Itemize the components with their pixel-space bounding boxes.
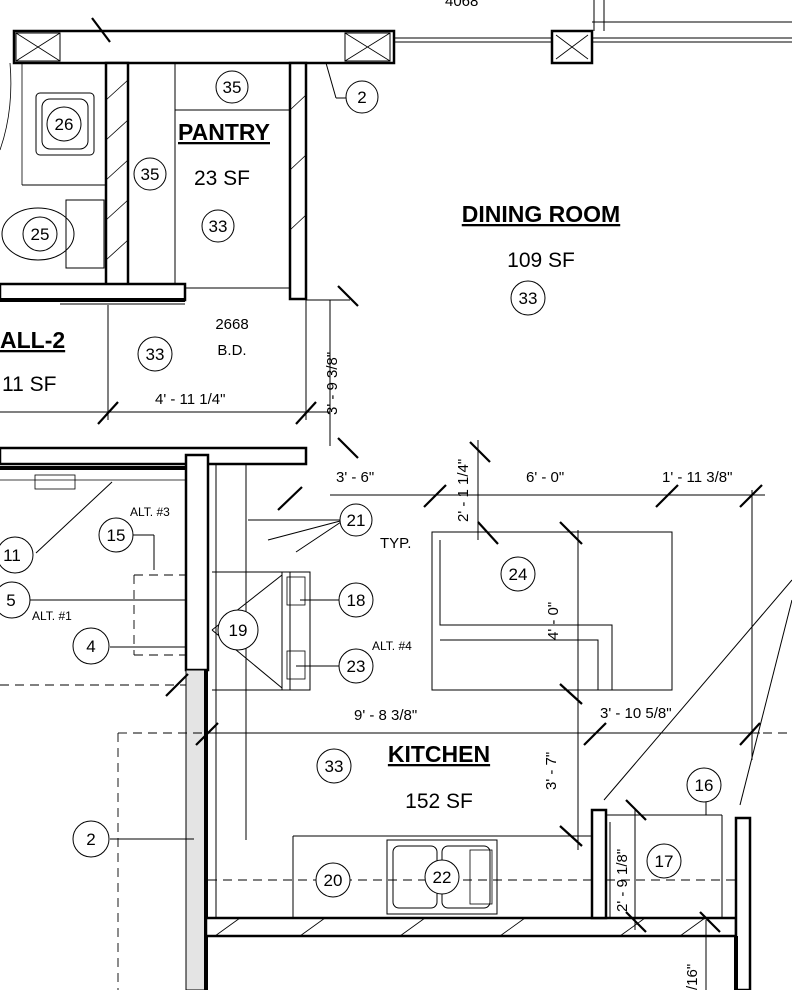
dim-1-11: 1' - 11 3/8" [662,469,732,486]
dim-3-6: 3' - 6" [336,469,374,486]
dim-9-8: 9' - 8 3/8" [354,707,417,724]
svg-text:11: 11 [3,546,21,565]
bath-fixtures [0,62,106,269]
tag-22: 22 [424,859,460,895]
top-exterior-wall [12,0,792,65]
tag-17: 17 [646,843,682,879]
svg-text:18: 18 [347,591,366,610]
tag-5: 5 [0,581,31,619]
door-type-bd: B.D. [217,342,246,359]
pantry-walls [0,61,308,305]
dim-partial: /16" [684,964,701,990]
tag-24: 24 [500,556,536,592]
tag-18: 18 [338,582,374,618]
dim-6-0: 6' - 0" [526,469,564,486]
tag-25: 25 [22,216,58,252]
svg-text:26: 26 [55,115,74,134]
tag-2a: 2 [345,80,379,114]
tag-2b: 2 [72,820,110,858]
tag-23: 23 [338,648,374,684]
room-area-dining: 109 SF [507,249,575,272]
tag-33c: 33 [137,336,173,372]
room-name-hall: ALL-2 [0,327,65,353]
svg-text:19: 19 [229,621,248,640]
door-tag-2668: 2668 [215,316,248,333]
svg-text:17: 17 [655,852,674,871]
tag-21: 21 [339,503,373,537]
dim-2-1: 2' - 1 1/4" [455,459,472,522]
note-alt4: ALT. #4 [372,639,412,653]
room-area-hall: 11 SF [2,373,56,396]
tag-35b: 35 [133,157,167,191]
svg-text:20: 20 [324,871,343,890]
tag-33d: 33 [316,748,352,784]
tag-33b: 33 [510,280,546,316]
tag-26: 26 [46,106,82,142]
dim-4-0: 4' - 0" [545,602,562,640]
svg-text:4: 4 [86,637,95,656]
tag-15: 15 [98,517,134,553]
door-tag-4068: 4068 [445,0,478,10]
tag-16: 16 [686,767,722,803]
svg-text:33: 33 [519,289,538,308]
dim-3-7: 3' - 7" [543,752,560,790]
svg-text:33: 33 [209,217,228,236]
svg-text:5: 5 [6,591,15,610]
svg-text:33: 33 [325,757,344,776]
room-area-pantry: 23 SF [194,167,250,190]
tag-35a: 35 [215,70,249,104]
dim-hall-width: 4' - 11 1/4" [155,391,225,408]
svg-text:35: 35 [223,78,242,97]
svg-text:23: 23 [347,657,366,676]
svg-text:2: 2 [357,88,366,107]
svg-text:15: 15 [107,526,126,545]
svg-text:24: 24 [509,565,528,584]
svg-text:33: 33 [146,345,165,364]
svg-text:22: 22 [433,868,452,887]
tag-4: 4 [72,627,110,665]
note-typ: TYP. [380,535,411,552]
tag-19: 19 [217,609,259,651]
room-name-pantry: PANTRY [178,119,270,145]
svg-text:16: 16 [695,776,714,795]
tag-33a: 33 [201,209,235,243]
svg-text:25: 25 [31,225,50,244]
note-alt1: ALT. #1 [32,609,72,623]
dim-hall-depth: 3' - 9 3/8" [324,352,341,415]
dim-2-9: 2' - 9 1/8" [614,849,631,912]
room-name-dining: DINING ROOM [462,201,620,227]
dim-3-10: 3' - 10 5/8" [600,705,672,722]
tag-11: 11 [0,536,34,574]
svg-text:21: 21 [347,511,366,530]
svg-text:35: 35 [141,165,160,184]
room-area-kitchen: 152 SF [405,790,473,813]
leader-lines [30,62,792,840]
dining-table [431,531,673,691]
kitchen-partition-walls [0,446,752,990]
note-alt3: ALT. #3 [130,505,170,519]
tag-20: 20 [315,862,351,898]
room-name-kitchen: KITCHEN [388,741,490,767]
svg-text:2: 2 [86,830,95,849]
